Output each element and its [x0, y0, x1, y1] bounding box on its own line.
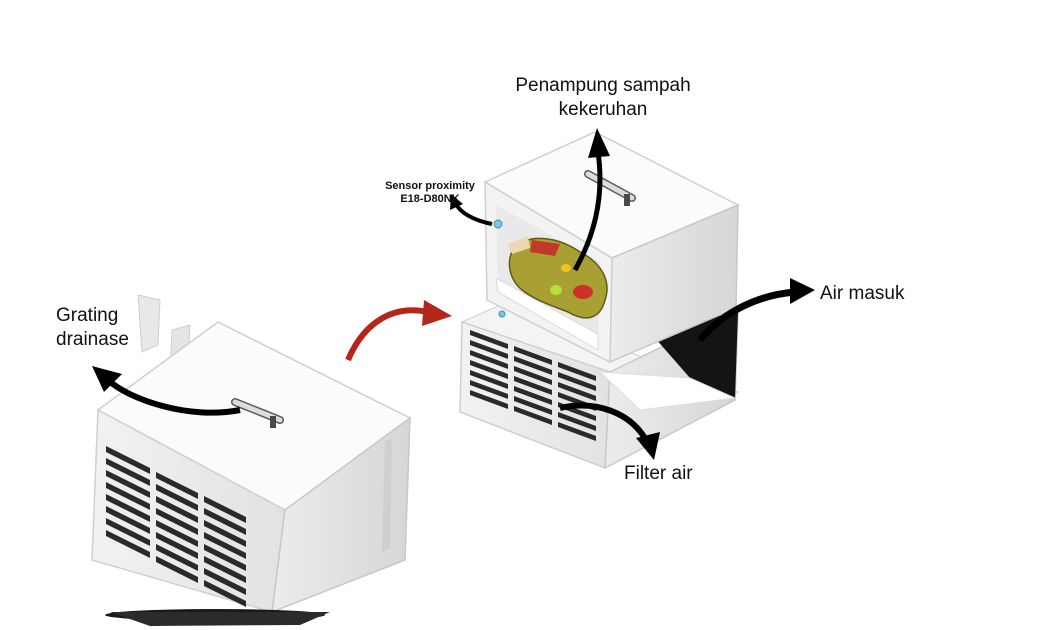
transition-arrow	[345, 307, 429, 362]
sensor-label-line1: Sensor proximity	[385, 180, 475, 192]
air-masuk-label: Air masuk	[820, 283, 905, 304]
grating-label-line2: drainase	[56, 328, 129, 350]
left-box	[91, 294, 412, 626]
penampung-label-line2: kekeruhan	[558, 98, 648, 120]
sensor-dot-lower	[498, 310, 506, 318]
grating-label-line1: Grating	[56, 305, 119, 326]
sensor-label-line2: E18-D80NK	[400, 192, 460, 205]
penampung-label-line1: Penampung sampah	[515, 75, 691, 96]
base-vents	[470, 330, 596, 441]
right-assembly	[459, 131, 740, 470]
arrows	[92, 128, 815, 460]
left-box-vents	[106, 446, 246, 607]
penampung-sampah-label: Penampung sampah kekeruhan	[503, 74, 703, 122]
grating-drainase-label: Grating drainase	[56, 304, 129, 352]
air-masuk-arrow	[697, 288, 796, 343]
proximity-sensor-icon	[493, 219, 503, 229]
filter-air-arrow	[559, 402, 649, 442]
filter-air-label: Filter air	[624, 463, 693, 484]
sensor-proximity-label: Sensor proximity E18-D80NK	[372, 180, 488, 205]
penampung-arrow	[572, 151, 603, 272]
grating-arrow	[105, 377, 241, 416]
left-box-side	[271, 416, 411, 614]
upper-box-handle-icon	[584, 170, 636, 206]
left-box-handle-icon	[231, 398, 284, 428]
